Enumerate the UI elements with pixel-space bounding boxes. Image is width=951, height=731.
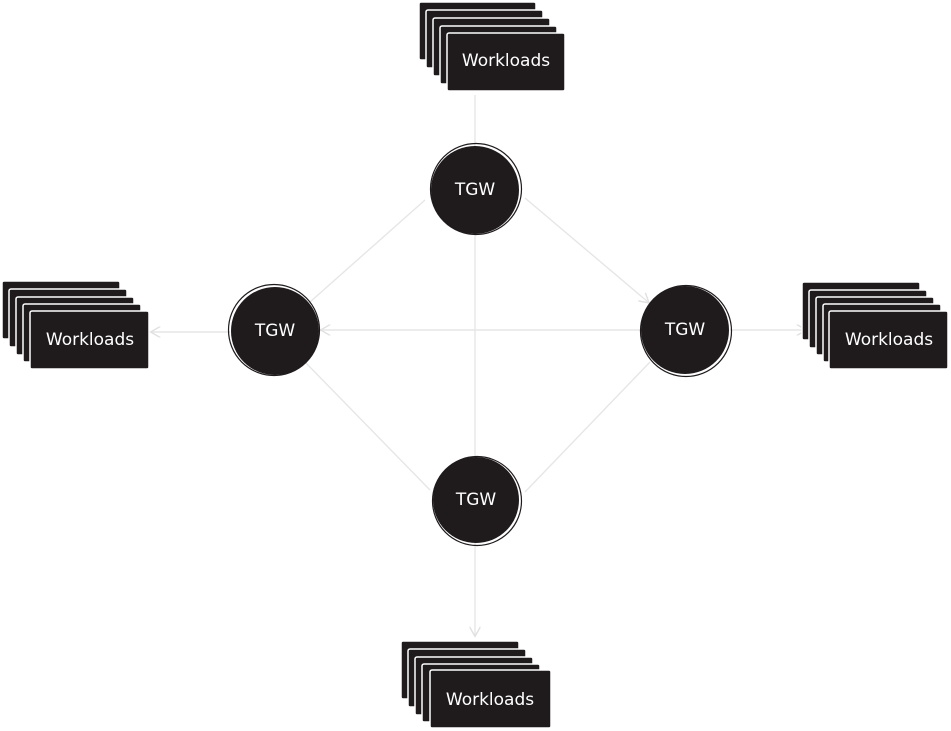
- edge-left-to-bottom: [304, 361, 431, 491]
- tgw-node-left-outline: [227, 283, 321, 377]
- edge-right-to-bottom: [524, 361, 651, 493]
- edges: [152, 95, 805, 635]
- tgw-node-bottom-shape: [433, 457, 519, 543]
- workloads-stack-bottom: Workloads: [400, 640, 552, 729]
- tgw-node-left-shape: [231, 287, 319, 375]
- workloads-left-card-front: [29, 310, 150, 370]
- workloads-top-card-front: [446, 32, 566, 92]
- tgw-node-right-outline: [639, 284, 733, 378]
- tgw-node-top: TGW: [429, 142, 523, 236]
- workloads-right-card-front: [828, 310, 949, 370]
- workloads-bottom-label: Workloads: [446, 690, 534, 710]
- tgw-node-top-outline: [429, 142, 523, 236]
- tgw-node-right-shape: [641, 286, 729, 374]
- workloads-stack-left: Workloads: [1, 280, 150, 370]
- edge-top-to-left: [309, 199, 426, 303]
- tgw-node-top-shape: [431, 146, 519, 234]
- workloads-right-label: Workloads: [845, 330, 933, 350]
- tgw-node-bottom-label: TGW: [455, 490, 497, 510]
- tgw-node-left: TGW: [227, 283, 321, 377]
- tgw-node-bottom: TGW: [431, 455, 523, 547]
- tgw-node-bottom-outline: [431, 455, 523, 547]
- tgw-node-left-label: TGW: [254, 321, 296, 341]
- workloads-bottom-card-front: [429, 669, 552, 729]
- edge-top-to-right: [524, 197, 648, 302]
- tgw-node-right-label: TGW: [664, 320, 706, 340]
- tgw-node-right: TGW: [639, 284, 733, 378]
- tgw-node-top-label: TGW: [454, 180, 496, 200]
- workloads-top-label: Workloads: [462, 51, 550, 71]
- workloads-left-label: Workloads: [46, 330, 134, 350]
- workloads-stack-top: Workloads: [418, 1, 566, 92]
- workloads-stack-right: Workloads: [801, 281, 949, 370]
